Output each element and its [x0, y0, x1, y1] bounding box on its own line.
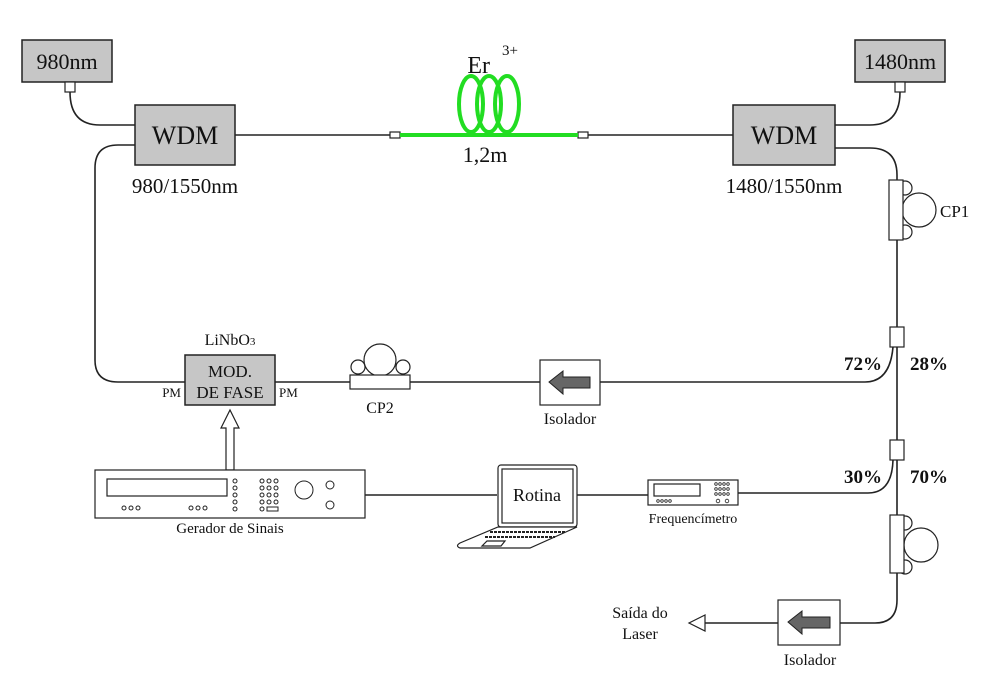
output-label-line1: Saída do: [612, 605, 668, 622]
signal-generator-label: Gerador de Sinais: [176, 521, 284, 537]
coupler-1: [889, 326, 905, 348]
wdm-right-spec: 1480/1550nm: [726, 174, 843, 198]
fiber-length: 1,2m: [463, 142, 508, 167]
arrow-left-icon: [787, 609, 831, 636]
coupler-2-left-ratio: 30%: [844, 467, 882, 488]
wdm-left-spec: 980/1550nm: [132, 174, 238, 198]
erbium-superscript: 3+: [502, 43, 518, 59]
rf-signal-arrow-icon: [220, 408, 240, 471]
phase-modulator: [184, 354, 276, 406]
pump-980-box: [21, 39, 113, 83]
pump-1480-label: 1480nm: [864, 49, 936, 74]
frequency-counter: [647, 479, 739, 506]
isolator-loop-label: Isolador: [544, 411, 597, 428]
wdm-right: [732, 104, 836, 166]
modulator-line2: DE FASE: [196, 383, 263, 402]
computer-label: Rotina: [513, 485, 561, 505]
polarization-controller-output[interactable]: [889, 514, 939, 575]
erbium-label: Er: [467, 53, 490, 79]
polarization-controller-cp2[interactable]: [349, 343, 411, 390]
isolator-output-label: Isolador: [784, 652, 837, 669]
coupler-1-left-ratio: 72%: [844, 354, 882, 375]
wdm-left-label: WDM: [152, 121, 218, 150]
pm-port-right: PM: [279, 385, 298, 400]
modulator-line1: MOD.: [208, 362, 252, 381]
pump-980-label: 980nm: [36, 49, 97, 74]
cp2-label: CP2: [366, 400, 394, 417]
connector: [64, 81, 76, 93]
erbium-fiber-coil: [389, 74, 589, 139]
frequency-counter-label: Frequencímetro: [649, 512, 738, 527]
wdm-left: [134, 104, 236, 166]
output-arrow-icon: [687, 614, 706, 632]
modulator-crystal: LiNbO3: [205, 332, 256, 349]
signal-generator: [94, 469, 366, 519]
connector: [894, 81, 906, 93]
arrow-left-icon: [548, 369, 591, 396]
pm-port-left: PM: [162, 385, 181, 400]
wdm-right-label: WDM: [751, 121, 817, 150]
coupler-2-right-ratio: 70%: [910, 467, 948, 488]
polarization-controller-cp1[interactable]: [888, 179, 937, 241]
coupler-1-right-ratio: 28%: [910, 354, 948, 375]
cp1-label: CP1: [940, 202, 969, 221]
coupler-2: [889, 439, 905, 461]
computer-laptop: [456, 464, 578, 549]
pump-1480-box: [854, 39, 946, 83]
output-label-line2: Laser: [622, 626, 658, 643]
